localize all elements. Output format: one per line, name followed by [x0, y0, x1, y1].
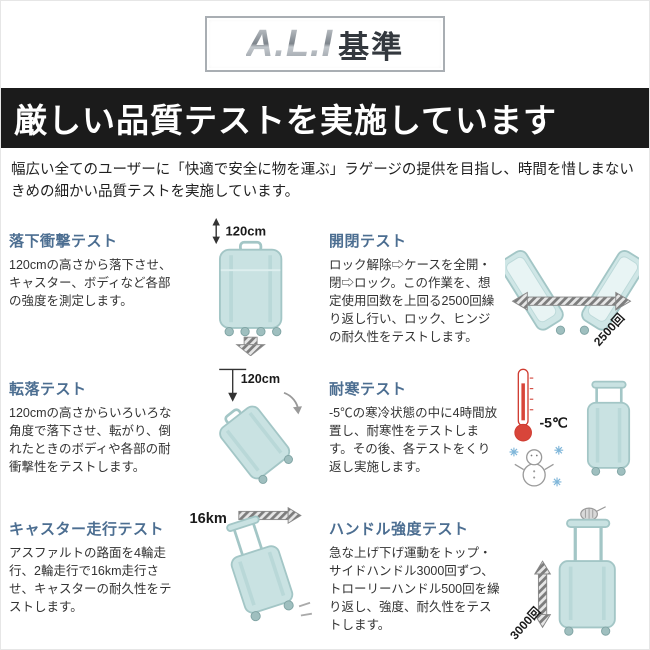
test-description: 急な上げ下げ運動をトップ・サイドハンドル3000回ずつ、トローリーハンドル500…	[329, 545, 500, 633]
up-down-arrow-icon	[533, 559, 551, 628]
test-block-handle: ハンドル強度テスト 急な上げ下げ運動をトップ・サイドハンドル3000回ずつ、トロ…	[329, 504, 641, 644]
test-block-tumble: 転落テスト 120cmの高さからいろいろな角度で落下させ、転がり、倒れたときのボ…	[9, 364, 321, 496]
trolley-suitcase-icon	[586, 380, 631, 476]
test-block-caster: キャスター走行テスト アスファルトの路面を4輪走行、2輪走行で16km走行させ、…	[9, 504, 321, 644]
trolley-suitcase-icon	[558, 518, 616, 636]
snowman-icon	[514, 448, 554, 487]
test-block-drop: 落下衝撃テスト 120cmの高さから落下させ、キャスター、ボディなど各部の強度を…	[9, 216, 321, 356]
measure-arrow-icon	[218, 368, 246, 402]
test-description: ロック解除⇨ケースを全開・閉⇨ロック。この作業を、想定使用回数を上回る2500回…	[329, 257, 495, 345]
brand-logo-text: A.L.I	[245, 22, 334, 65]
test-title: 開閉テスト	[329, 232, 407, 250]
handle-test-illustration: 3000回	[503, 504, 641, 644]
quality-banner: 厳しい品質テストを実施しています	[1, 88, 649, 148]
test-description: -5℃の寒冷状態の中に4時間放置し、耐寒性をテストします。その後、各テストをくり…	[329, 405, 498, 474]
right-arrow-icon	[237, 506, 302, 524]
test-title: ハンドル強度テスト	[329, 520, 469, 538]
open-close-test-illustration: 2500回	[503, 216, 641, 356]
drop-test-icon: 120cm	[211, 217, 282, 356]
motion-arc-icon	[283, 391, 302, 414]
test-block-open-close: 開閉テスト ロック解除⇨ケースを全開・閉⇨ロック。この作業を、想定使用回数を上回…	[329, 216, 641, 356]
motion-lines-icon	[298, 601, 312, 616]
tests-grid: 落下衝撃テスト 120cmの高さから落下させ、キャスター、ボディなど各部の強度を…	[1, 212, 649, 644]
down-arrow-icon	[234, 336, 266, 356]
measure-arrow-icon	[211, 217, 220, 244]
cold-test-icon: -5℃	[508, 368, 631, 487]
ali-standard-badge: A.L.I 基準	[205, 16, 445, 72]
caster-test-illustration: 16km	[183, 504, 321, 632]
hand-icon	[579, 505, 606, 521]
temperature-label: -5℃	[539, 414, 568, 430]
tumble-test-illustration: 120cm	[183, 364, 321, 490]
test-description: 120cmの高さから落下させ、キャスター、ボディなど各部の強度を測定します。	[9, 257, 172, 308]
handle-test-icon: 3000回	[508, 505, 616, 642]
drop-test-illustration: 120cm	[183, 216, 321, 356]
page-title: 厳しい品質テストを実施しています	[14, 102, 558, 139]
test-description: 120cmの高さからいろいろな角度で落下させ、転がり、倒れたときのボディや各部の…	[9, 405, 172, 474]
caster-test-icon: 16km	[189, 506, 312, 621]
tilted-suitcase-icon	[218, 405, 293, 484]
height-label: 120cm	[225, 223, 266, 238]
open-close-test-icon: 2500回	[505, 249, 639, 348]
thermometer-icon	[514, 368, 534, 441]
badge-suffix-text: 基準	[338, 29, 405, 65]
tumble-test-icon: 120cm	[218, 368, 302, 484]
test-description: アスファルトの路面を4輪走行、2輪走行で16km走行させ、キャスターの耐久性をテ…	[9, 545, 172, 614]
distance-label: 16km	[189, 511, 226, 527]
test-title: 落下衝撃テスト	[9, 232, 118, 250]
test-title: 転落テスト	[9, 380, 87, 398]
cold-test-illustration: -5℃	[503, 364, 641, 496]
test-title: キャスター走行テスト	[9, 520, 165, 538]
suitcase-icon	[218, 240, 282, 336]
count-label: 3000回	[508, 604, 543, 642]
test-block-cold: 耐寒テスト -5℃の寒冷状態の中に4時間放置し、耐寒性をテストします。その後、各…	[329, 364, 641, 496]
double-arrow-icon	[511, 291, 632, 311]
test-title: 耐寒テスト	[329, 380, 407, 398]
height-label: 120cm	[240, 371, 279, 385]
intro-text: 幅広い全てのユーザーに「快適で安全に物を運ぶ」ラゲージの提供を目指し、時間を惜し…	[11, 162, 634, 200]
rolling-suitcase-icon	[225, 515, 294, 621]
